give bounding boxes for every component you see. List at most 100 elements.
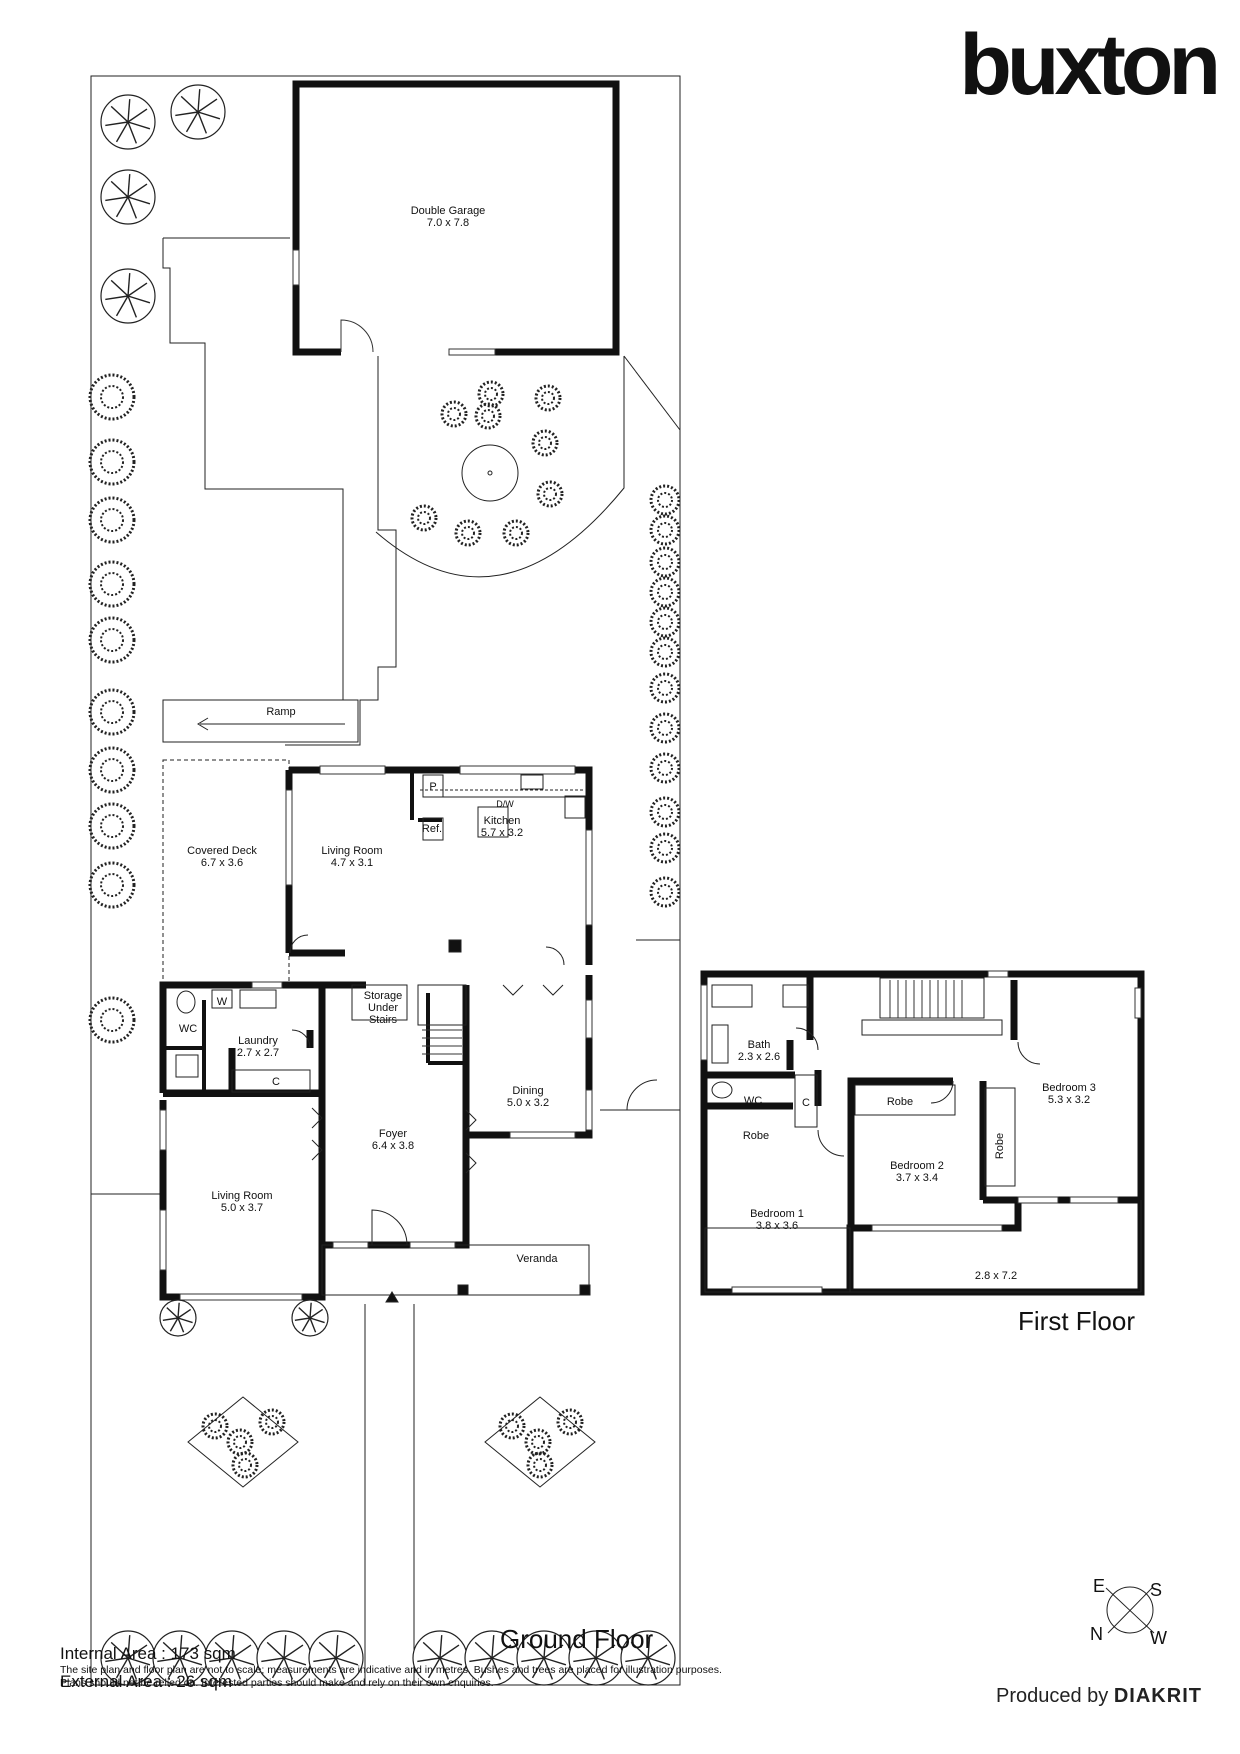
shrub-icon bbox=[649, 796, 681, 828]
room-size: 3.7 x 3.4 bbox=[895, 1172, 939, 1184]
room-name: Veranda bbox=[516, 1253, 558, 1265]
ground-floor-title: Ground Floor bbox=[500, 1624, 654, 1654]
producer-credit: Produced by DIAKRIT bbox=[996, 1685, 1202, 1708]
shrub-icon bbox=[649, 484, 681, 516]
disclaimer-line-2: Plans should not be relied on. Intereste… bbox=[60, 1677, 494, 1689]
tree-icon bbox=[291, 1299, 329, 1337]
brand-logo: buxton bbox=[959, 17, 1221, 113]
shrub-icon bbox=[474, 402, 502, 430]
shrub-icon bbox=[88, 560, 136, 608]
tree-icon bbox=[256, 1630, 312, 1686]
compass-west: W bbox=[1150, 1628, 1167, 1648]
compass-south: S bbox=[1150, 1580, 1163, 1600]
room-name: Foyer bbox=[378, 1128, 408, 1140]
shrub-icon bbox=[649, 546, 681, 578]
shrub-icon bbox=[649, 876, 681, 908]
room-size: 2.8 x 7.2 bbox=[974, 1270, 1018, 1282]
room-name: Bedroom 3 bbox=[1042, 1082, 1096, 1094]
shrub-icon bbox=[556, 1408, 584, 1436]
tree-icon bbox=[620, 1630, 676, 1686]
first-floor-walls bbox=[700, 970, 1145, 1296]
shrub-icon bbox=[88, 861, 136, 909]
shrub-icon bbox=[531, 429, 559, 457]
room-size: 2.7 x 2.7 bbox=[236, 1047, 280, 1059]
room-name: Robe bbox=[994, 1132, 1006, 1160]
shrub-icon bbox=[440, 400, 468, 428]
room-veranda: Veranda bbox=[517, 1253, 558, 1265]
room-name: Bath bbox=[747, 1039, 771, 1051]
room-name: Storage Under Stairs bbox=[363, 990, 403, 1026]
garden-bed bbox=[187, 1396, 299, 1488]
tree-icon bbox=[516, 1630, 572, 1686]
shrub-icon bbox=[88, 802, 136, 850]
shrub-icon bbox=[649, 636, 681, 668]
compass-east: E bbox=[1093, 1576, 1106, 1596]
room-size: 4.7 x 3.1 bbox=[330, 857, 374, 869]
external-area: External Area : 26 sqm bbox=[60, 1672, 232, 1691]
room-size: 5.0 x 3.7 bbox=[220, 1202, 264, 1214]
first-floor-title: First Floor bbox=[1018, 1306, 1135, 1336]
shrub-icon bbox=[231, 1451, 259, 1479]
shrub-icon bbox=[502, 519, 530, 547]
room-name: Ramp bbox=[266, 706, 296, 718]
shrub-icon bbox=[534, 384, 562, 412]
disclaimer: The site plan and floor plan are not to … bbox=[60, 1664, 960, 1690]
covered-deck bbox=[162, 759, 290, 986]
balcony bbox=[704, 1227, 851, 1293]
shrub-icon bbox=[536, 480, 564, 508]
kitchen-fridge: Ref. bbox=[421, 823, 443, 835]
room-storage: Storage Under Stairs bbox=[359, 990, 407, 1026]
shrub-icon bbox=[88, 616, 136, 664]
room-size: 6.7 x 3.6 bbox=[200, 857, 244, 869]
tree-icon bbox=[100, 94, 156, 150]
room-name: Kitchen bbox=[483, 815, 521, 827]
tree-icon bbox=[152, 1630, 208, 1686]
room-size: 5.7 x 3.2 bbox=[480, 827, 524, 839]
kitchen-dishwasher: D/W bbox=[496, 799, 514, 809]
shrub-icon bbox=[258, 1408, 286, 1436]
credit-prefix: Produced by bbox=[996, 1685, 1109, 1707]
room-name: Covered Deck bbox=[187, 845, 257, 857]
shrub-icon bbox=[649, 752, 681, 784]
room-name: Robe bbox=[742, 1130, 770, 1142]
shrub-icon bbox=[649, 832, 681, 864]
room-wc-ground: WC bbox=[179, 1023, 197, 1035]
tree-icon bbox=[100, 169, 156, 225]
shrub-icon bbox=[649, 672, 681, 704]
room-name: Robe bbox=[886, 1096, 914, 1108]
room-name: Bedroom 2 bbox=[890, 1160, 944, 1172]
room-size: 5.0 x 3.2 bbox=[506, 1097, 550, 1109]
room-linen-cupboard: C bbox=[802, 1097, 810, 1109]
tree-icon bbox=[412, 1630, 468, 1686]
room-robe-2: Robe bbox=[887, 1096, 913, 1108]
shrub-icon bbox=[88, 373, 136, 421]
driveway-outline bbox=[162, 238, 344, 701]
side-path-outline bbox=[285, 356, 397, 746]
room-size: 2.3 x 2.6 bbox=[737, 1051, 781, 1063]
credit-brand: DIAKRIT bbox=[1113, 1685, 1202, 1707]
kitchen-island bbox=[477, 806, 509, 838]
shrub-icon bbox=[649, 514, 681, 546]
laundry-cupboard: C bbox=[272, 1076, 280, 1088]
shrub-icon bbox=[649, 606, 681, 638]
room-name: Living Room bbox=[321, 845, 383, 857]
garage-door-swing bbox=[340, 319, 374, 353]
compass-north: N bbox=[1090, 1624, 1103, 1644]
tree-icon bbox=[308, 1630, 364, 1686]
tree-icon bbox=[100, 268, 156, 324]
garden-bed bbox=[484, 1396, 596, 1488]
tree-icon bbox=[464, 1630, 520, 1686]
room-size: 3.8 x 3.6 bbox=[755, 1220, 799, 1232]
garage-walls bbox=[292, 80, 620, 356]
shrub-icon bbox=[477, 380, 505, 408]
laundry-washer: W bbox=[216, 996, 228, 1008]
shrub-icon bbox=[201, 1412, 229, 1440]
